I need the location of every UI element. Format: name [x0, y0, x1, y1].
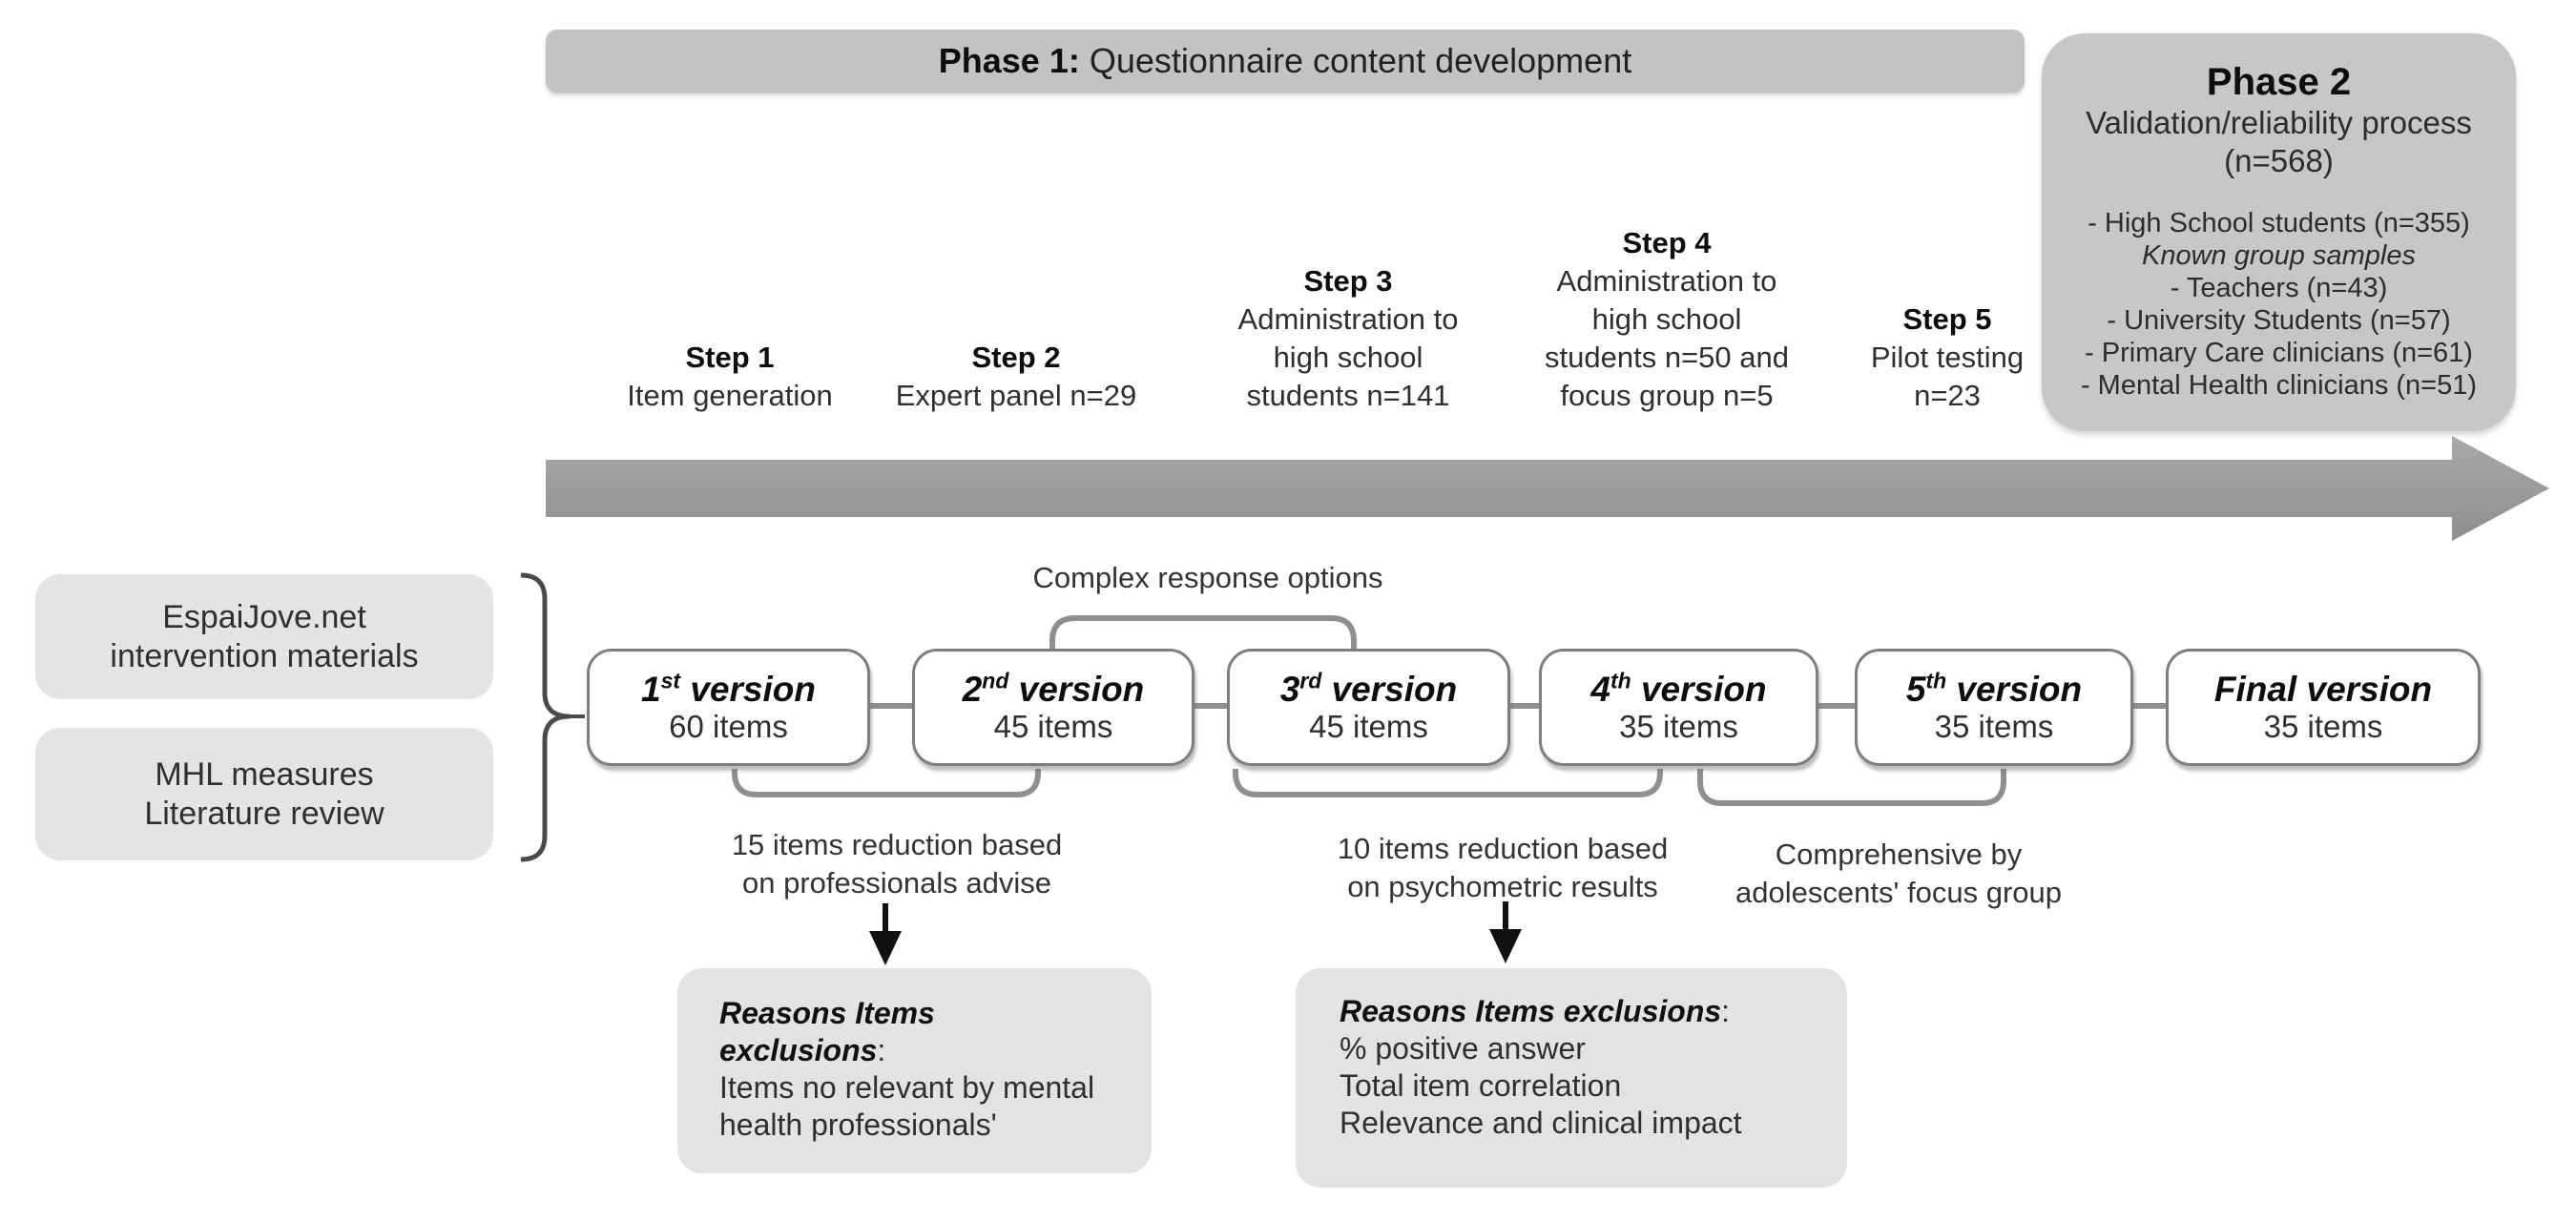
- reasons-1-title-line1: Reasons Items: [719, 996, 935, 1030]
- phase2-group-primary-care: - Primary Care clinicians (n=61): [2085, 338, 2473, 368]
- sources-curly-brace: [520, 572, 571, 862]
- reduction-2-label: 10 items reduction based on psychometric…: [1338, 830, 1668, 906]
- reduction-1-line1: 15 items reduction based: [731, 828, 1063, 861]
- reasons-box-1: Reasons Items exclusions: Items no relev…: [677, 968, 1152, 1173]
- step-3-line: students n=141: [1246, 379, 1450, 412]
- step-4-line: high school: [1591, 302, 1742, 336]
- version-4-name: 4th version: [1590, 668, 1767, 709]
- reduction2-bracket: [1233, 769, 1663, 797]
- phase2-group-high-school: - High School students (n=355): [2088, 208, 2470, 238]
- phase1-banner-label: Questionnaire content development: [1089, 41, 1632, 80]
- phase2-group-mental-health: - Mental Health clinicians (n=51): [2080, 370, 2478, 401]
- step-3: Step 3 Administration to high school stu…: [1238, 262, 1459, 415]
- version-1-name: 1st version: [641, 668, 816, 709]
- phase2-group-teachers: - Teachers (n=43): [2170, 273, 2388, 303]
- reasons-1-title-line2: exclusions:: [719, 1033, 886, 1067]
- step-1: Step 1 Item generation: [627, 339, 832, 415]
- version-box-2: 2nd version 45 items: [912, 649, 1195, 766]
- step-2-title: Step 2: [971, 341, 1061, 374]
- version-1-items: 60 items: [669, 708, 788, 744]
- phase2-spacer: [2042, 180, 2516, 207]
- reasons-2-title: Reasons Items exclusions:: [1340, 994, 1731, 1028]
- version-4-items: 35 items: [1619, 708, 1738, 744]
- version-3-name: 3rd version: [1279, 668, 1458, 709]
- source-box-mhl-line2: Literature review: [144, 795, 384, 832]
- reduction-2-line2: on psychometric results: [1347, 870, 1658, 903]
- source-box-espaijove-line1: EspaiJove.net: [162, 598, 366, 635]
- reasons-1-body-line: Items no relevant by mental: [719, 1070, 1095, 1105]
- reduction-1-label: 15 items reduction based on professional…: [732, 826, 1062, 902]
- step-4-line: Administration to: [1556, 264, 1777, 298]
- version-box-3: 3rd version 45 items: [1227, 649, 1510, 766]
- reasons-box-2: Reasons Items exclusions: % positive ans…: [1296, 968, 1847, 1188]
- step-3-line: Administration to: [1237, 302, 1459, 336]
- phase1-banner: Phase 1: Questionnaire content developme…: [546, 30, 2025, 93]
- step-1-line: Item generation: [627, 379, 833, 412]
- version-box-4: 4th version 35 items: [1539, 649, 1818, 766]
- step-4-line: focus group n=5: [1560, 379, 1774, 412]
- version-2-items: 45 items: [993, 708, 1113, 744]
- reasons-2-body-line: Total item correlation: [1340, 1068, 1622, 1103]
- step-3-line: high school: [1273, 341, 1423, 374]
- step-1-title: Step 1: [685, 341, 775, 374]
- comprehensive-line1: Comprehensive by: [1775, 838, 2023, 871]
- comprehensive-label: Comprehensive by adolescents' focus grou…: [1735, 836, 2062, 912]
- version-5-items: 35 items: [1934, 708, 2054, 744]
- step-5: Step 5 Pilot testing n=23: [1871, 300, 2024, 415]
- down-arrow-1-head: [869, 931, 902, 965]
- version-final-items: 35 items: [2263, 708, 2383, 744]
- phase2-subtitle: Validation/reliability process: [2086, 105, 2472, 140]
- reduction-1-line2: on professionals advise: [742, 866, 1051, 900]
- phase2-group-known-samples: Known group samples: [2142, 240, 2416, 271]
- down-arrow-2-head: [1489, 929, 1522, 963]
- complex-options-bracket: [1049, 615, 1357, 650]
- reasons-2-body-line: % positive answer: [1340, 1031, 1586, 1066]
- comprehensive-bracket: [1697, 769, 2006, 806]
- version-box-1: 1st version 60 items: [587, 649, 870, 766]
- reasons-2-body-line: Relevance and clinical impact: [1340, 1106, 1742, 1140]
- phase2-title: Phase 2: [2206, 61, 2352, 103]
- source-box-mhl: MHL measures Literature review: [35, 728, 493, 860]
- step-4: Step 4 Administration to high school stu…: [1545, 224, 1789, 415]
- source-box-mhl-line1: MHL measures: [155, 755, 374, 793]
- step-3-title: Step 3: [1303, 264, 1393, 298]
- version-5-name: 5th version: [1905, 668, 2083, 709]
- step-5-line: n=23: [1914, 379, 1981, 412]
- version-box-5: 5th version 35 items: [1855, 649, 2133, 766]
- version-2-name: 2nd version: [962, 668, 1145, 709]
- comprehensive-line2: adolescents' focus group: [1735, 876, 2062, 909]
- step-5-line: Pilot testing: [1870, 341, 2025, 374]
- phase2-sample-size: (n=568): [2224, 143, 2334, 178]
- step-4-line: students n=50 and: [1545, 341, 1789, 374]
- phase1-banner-bold-label: Phase 1:: [938, 41, 1080, 80]
- complex-response-options-label: Complex response options: [1032, 561, 1383, 594]
- step-4-title: Step 4: [1622, 226, 1712, 259]
- version-final-name: Final version: [2213, 669, 2433, 709]
- reduction1-bracket: [732, 769, 1041, 797]
- step-5-title: Step 5: [1902, 302, 1992, 336]
- source-box-espaijove-line2: intervention materials: [110, 637, 419, 674]
- step-2: Step 2 Expert panel n=29: [896, 339, 1137, 415]
- reasons-1-body-line: health professionals': [719, 1107, 997, 1142]
- step-2-line: Expert panel n=29: [895, 379, 1137, 412]
- phase2-box: Phase 2 Validation/reliability process (…: [2042, 33, 2516, 431]
- version-3-items: 45 items: [1309, 708, 1428, 744]
- phase2-group-university: - University Students (n=57): [2107, 305, 2451, 336]
- timeline-arrow: [546, 436, 2549, 541]
- reduction-2-line1: 10 items reduction based: [1337, 832, 1669, 865]
- source-box-espaijove: EspaiJove.net intervention materials: [35, 574, 493, 699]
- version-box-final: Final version 35 items: [2166, 649, 2481, 766]
